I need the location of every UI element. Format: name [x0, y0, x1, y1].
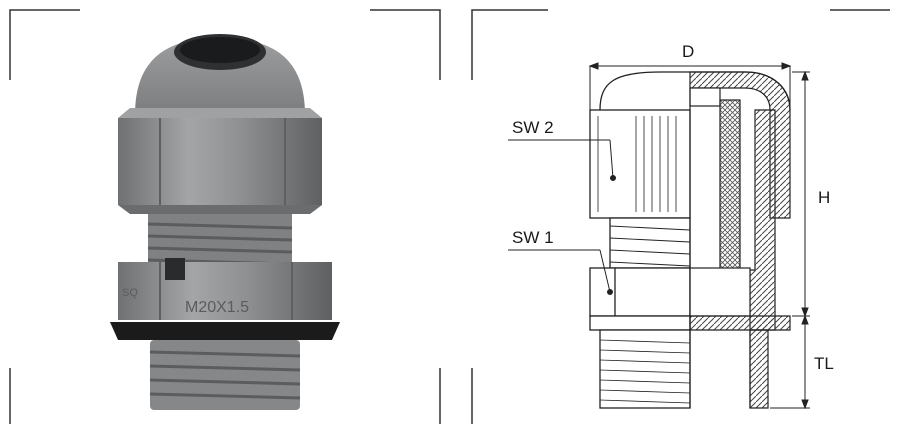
dimension-label-tl: TL: [814, 354, 834, 373]
crop-marks: [9, 9, 441, 424]
cable-gland-photo: M20X1.5 SQ: [9, 9, 441, 424]
product-photo-panel: M20X1.5 SQ: [9, 9, 441, 424]
logo-marking: SQ: [122, 287, 138, 299]
technical-drawing-panel: D H TL SW 2 SW 1: [450, 0, 898, 434]
cable-gland-section-drawing: [471, 9, 890, 424]
body-hex: M20X1.5 SQ: [118, 258, 332, 320]
thread-size-marking: M20X1.5: [185, 299, 249, 316]
dimension-lines: [508, 62, 810, 410]
section-view: [689, 71, 791, 409]
cap-nut-hex: [118, 108, 322, 214]
callout-label-sw1: SW 1: [512, 228, 554, 247]
dome-cap: [135, 34, 305, 115]
dimension-label-h: H: [818, 188, 831, 207]
callout-label-sw2: SW 2: [512, 118, 554, 137]
sealing-gasket: [110, 322, 340, 340]
entry-thread: [149, 340, 301, 410]
dimension-label-d: D: [682, 42, 695, 61]
crop-marks: [471, 9, 890, 424]
